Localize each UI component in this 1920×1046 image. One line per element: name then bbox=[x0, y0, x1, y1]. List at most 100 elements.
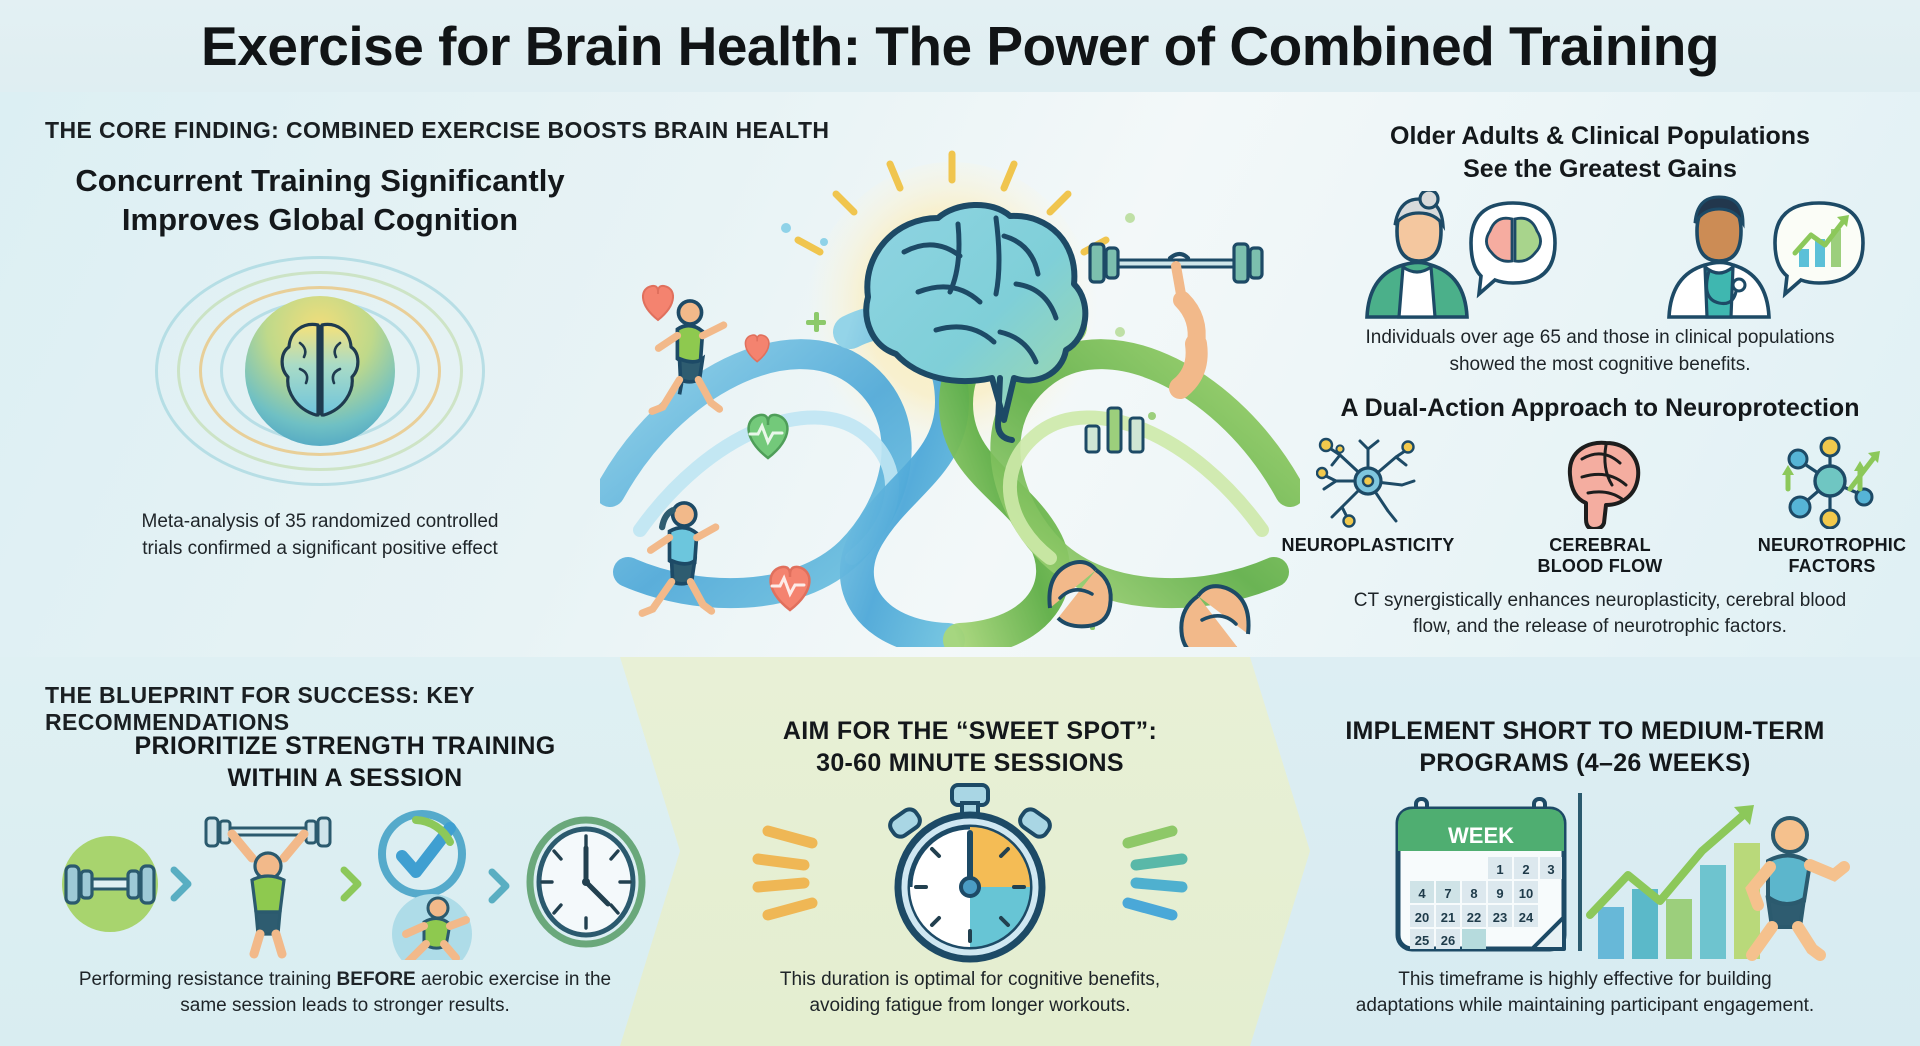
program-panel-heading-line1: IMPLEMENT SHORT TO MEDIUM-TERM bbox=[1345, 717, 1825, 745]
strength-panel-caption: Performing resistance training BEFORE ae… bbox=[65, 967, 625, 1020]
recommendation-panel-strength: THE BLUEPRINT FOR SUCCESS: KEY RECOMMEND… bbox=[0, 657, 690, 1046]
heartbeat-heart-green-icon bbox=[747, 413, 789, 460]
mechanism-label-line1: NEUROPLASTICITY bbox=[1281, 534, 1455, 555]
mechanisms-row: NEUROPLASTICITY CEREBRAL BLOOD FLOW bbox=[1282, 433, 1912, 578]
radiate-ring-outer bbox=[155, 255, 485, 486]
svg-text:2: 2 bbox=[1522, 862, 1529, 877]
check-circle-icon bbox=[378, 810, 466, 899]
radiating-brain-icon bbox=[155, 255, 485, 486]
mechanism-neuroplasticity: NEUROPLASTICITY bbox=[1282, 433, 1454, 578]
svg-text:20: 20 bbox=[1415, 910, 1429, 925]
duration-panel-heading-line2: 30-60 MINUTE SESSIONS bbox=[816, 749, 1124, 777]
older-adults-caption: Individuals over age 65 and those in cli… bbox=[1300, 325, 1900, 378]
heart-icon-coral-small bbox=[744, 334, 770, 363]
svg-text:8: 8 bbox=[1470, 886, 1477, 901]
older-adults-heading-line2: See the Greatest Gains bbox=[1463, 154, 1737, 183]
strength-caption-pre: Performing resistance training bbox=[78, 968, 337, 990]
dual-action-caption-line1: CT synergistically enhances neuroplastic… bbox=[1353, 589, 1847, 611]
svg-text:10: 10 bbox=[1519, 886, 1533, 901]
core-finding-heading-line1: Concurrent Training Significantly bbox=[75, 163, 565, 198]
duration-caption-line1: This duration is optimal for cognitive b… bbox=[779, 968, 1161, 990]
mechanism-neurotrophic-factors: NEUROTROPHIC FACTORS bbox=[1752, 433, 1912, 578]
strength-caption-post: aerobic exercise in the same session lea… bbox=[180, 968, 612, 1017]
radiating-rays-icon-right bbox=[1122, 825, 1188, 921]
dual-action-caption: CT synergistically enhances neuroplastic… bbox=[1300, 588, 1900, 641]
calendar-header-label: WEEK bbox=[1448, 823, 1514, 848]
calendar-grid: 1 2 3 4 7 8 bbox=[1410, 856, 1562, 949]
svg-text:22: 22 bbox=[1467, 910, 1481, 925]
dual-action-heading: A Dual-Action Approach to Neuroprotectio… bbox=[1340, 394, 1860, 423]
strength-panel-heading-line1: PRIORITIZE STRENGTH TRAINING bbox=[134, 732, 556, 760]
title-bar: Exercise for Brain Health: The Power of … bbox=[0, 0, 1920, 92]
strength-panel-heading: PRIORITIZE STRENGTH TRAINING WITHIN A SE… bbox=[65, 730, 625, 794]
duration-panel-caption: This duration is optimal for cognitive b… bbox=[710, 967, 1230, 1020]
mechanism-label-cerebral-blood-flow: CEREBRAL BLOOD FLOW bbox=[1538, 535, 1663, 578]
mechanism-label-line1: NEUROTROPHIC bbox=[1757, 534, 1907, 555]
dot-accent-2 bbox=[820, 238, 828, 246]
older-adults-heading-line1: Older Adults & Clinical Populations bbox=[1390, 122, 1810, 150]
bar-chart-icon-small bbox=[1084, 406, 1156, 454]
strength-panel-art bbox=[40, 794, 650, 967]
program-panel-art: WEEK 1 2 3 bbox=[1280, 779, 1890, 967]
clock-icon bbox=[526, 816, 646, 948]
brain-top-icon bbox=[280, 322, 360, 417]
core-finding-heading: Concurrent Training Significantly Improv… bbox=[60, 162, 580, 240]
calendar-icon: WEEK 1 2 3 bbox=[1395, 796, 1567, 952]
mechanism-cerebral-blood-flow: CEREBRAL BLOOD FLOW bbox=[1520, 433, 1680, 578]
mechanism-label-neuroplasticity: NEUROPLASTICITY bbox=[1282, 535, 1455, 557]
core-finding-left-column: Concurrent Training Significantly Improv… bbox=[20, 147, 620, 637]
running-man-icon bbox=[648, 299, 728, 415]
dual-action-caption-line2: flow, and the release of neurotrophic fa… bbox=[1413, 616, 1787, 638]
svg-text:24: 24 bbox=[1519, 910, 1534, 925]
runner-icon bbox=[392, 894, 472, 961]
stopwatch-icon bbox=[752, 782, 1188, 963]
program-caption-line2: adaptations while maintaining participan… bbox=[1355, 995, 1815, 1017]
program-panel-heading: IMPLEMENT SHORT TO MEDIUM-TERM PROGRAMS … bbox=[1285, 715, 1885, 779]
mechanism-label-line2: FACTORS bbox=[1788, 556, 1876, 577]
strength-flow-ribbon-2 bbox=[1002, 410, 1269, 565]
neuron-icon bbox=[1316, 437, 1416, 528]
svg-text:4: 4 bbox=[1418, 886, 1426, 901]
program-caption-line1: This timeframe is highly effective for b… bbox=[1398, 968, 1772, 990]
radiating-rays-icon-left bbox=[752, 825, 818, 921]
core-finding-kicker: THE CORE FINDING: COMBINED EXERCISE BOOS… bbox=[45, 117, 830, 143]
central-brain-icon bbox=[863, 202, 1089, 443]
svg-text:23: 23 bbox=[1493, 910, 1507, 925]
flexing-arm-left-icon bbox=[1047, 560, 1113, 629]
svg-text:25: 25 bbox=[1415, 933, 1429, 948]
core-finding-caption-line1: Meta-analysis of 35 randomized controlle… bbox=[141, 510, 499, 532]
upper-section: THE CORE FINDING: COMBINED EXERCISE BOOS… bbox=[0, 92, 1920, 661]
mechanism-label-neurotrophic-factors: NEUROTROPHIC FACTORS bbox=[1758, 535, 1906, 578]
core-finding-caption-line2: trials confirmed a significant positive … bbox=[142, 538, 498, 560]
program-panel-heading-line2: PROGRAMS (4–26 WEEKS) bbox=[1419, 749, 1751, 777]
brain-bubble-icon bbox=[1469, 201, 1557, 299]
older-adults-caption-line1: Individuals over age 65 and those in cli… bbox=[1365, 327, 1835, 348]
chevron-right-icon-1 bbox=[170, 866, 192, 902]
runner-icon bbox=[1745, 815, 1850, 961]
heart-icon-coral-large bbox=[642, 284, 674, 322]
older-adults-caption-line2: showed the most cognitive benefits. bbox=[1449, 353, 1751, 375]
brain-profile-icon bbox=[1567, 440, 1641, 529]
aerobic-flow-ribbon-1 bbox=[595, 339, 912, 609]
right-column: Older Adults & Clinical Populations See … bbox=[1282, 120, 1912, 650]
weightlifter-icon bbox=[204, 816, 332, 959]
duration-panel-heading: AIM FOR THE “SWEET SPOT”: 30-60 MINUTE S… bbox=[710, 715, 1230, 779]
blueprint-kicker: THE BLUEPRINT FOR SUCCESS: KEY RECOMMEND… bbox=[45, 682, 475, 735]
lower-section: THE BLUEPRINT FOR SUCCESS: KEY RECOMMEND… bbox=[0, 657, 1920, 1046]
svg-text:9: 9 bbox=[1496, 886, 1503, 901]
mechanism-label-line2: BLOOD FLOW bbox=[1537, 556, 1663, 577]
recommendation-panel-duration: AIM FOR THE “SWEET SPOT”: 30-60 MINUTE S… bbox=[620, 657, 1320, 1046]
dot-accent-3 bbox=[1125, 213, 1135, 223]
svg-text:1: 1 bbox=[1496, 862, 1503, 877]
brain-with-aerobic-and-strength-flows-illustration bbox=[595, 132, 1305, 661]
program-art-icons: WEEK 1 2 3 bbox=[1395, 792, 1850, 961]
older-adult-avatar bbox=[1365, 191, 1557, 319]
older-adults-heading: Older Adults & Clinical Populations See … bbox=[1300, 120, 1900, 185]
strength-sequence-icons bbox=[62, 810, 646, 961]
running-woman-icon bbox=[638, 501, 720, 617]
svg-text:26: 26 bbox=[1441, 933, 1455, 948]
core-finding-caption: Meta-analysis of 35 randomized controlle… bbox=[85, 508, 555, 563]
recommendation-panel-program-length: IMPLEMENT SHORT TO MEDIUM-TERM PROGRAMS … bbox=[1250, 657, 1920, 1046]
rising-chart-bubble-icon bbox=[1773, 201, 1865, 299]
